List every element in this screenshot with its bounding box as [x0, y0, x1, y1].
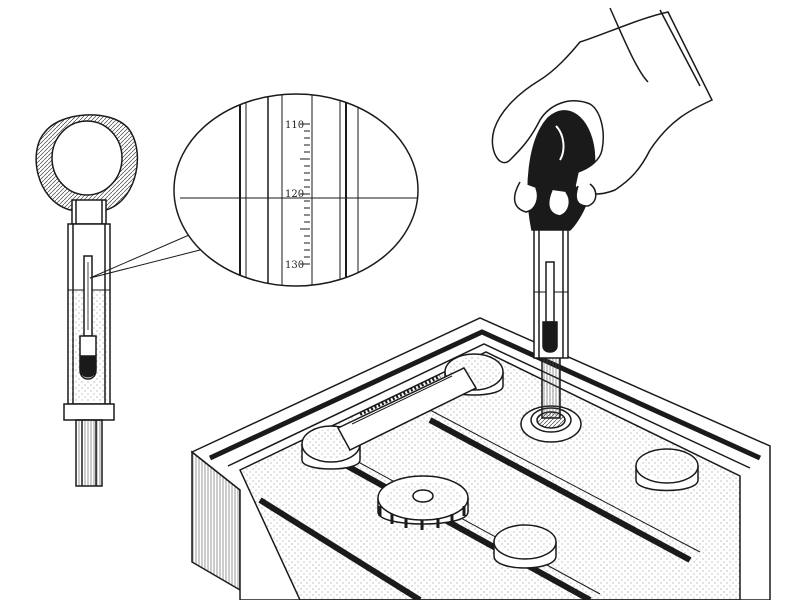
battery	[190, 317, 771, 600]
callout-lines	[89, 231, 201, 279]
hydrometer-left	[35, 114, 139, 487]
vent-cap-right	[635, 448, 699, 492]
scale-label-110: 110	[285, 120, 304, 131]
scale-label-130: 130	[285, 260, 304, 271]
cell-dividers	[258, 417, 692, 600]
cell-connector-strap	[336, 367, 478, 451]
hydrometer-right	[491, 7, 714, 419]
scale-ticks	[300, 123, 310, 265]
float	[79, 255, 97, 380]
bulb-neck	[71, 199, 107, 225]
barrel-end-cap	[63, 403, 115, 421]
glass-barrel-right	[533, 227, 569, 359]
rubber-bulb-ring	[35, 114, 139, 211]
magnified-scale-view: 110 120 130	[173, 93, 419, 287]
hand	[491, 7, 714, 217]
rubber-tip	[541, 355, 561, 419]
rubber-tube	[75, 419, 103, 487]
vent-cap-gear	[377, 475, 469, 530]
scale-label-120: 120	[285, 189, 304, 200]
vent-cap-bottom	[493, 524, 557, 569]
